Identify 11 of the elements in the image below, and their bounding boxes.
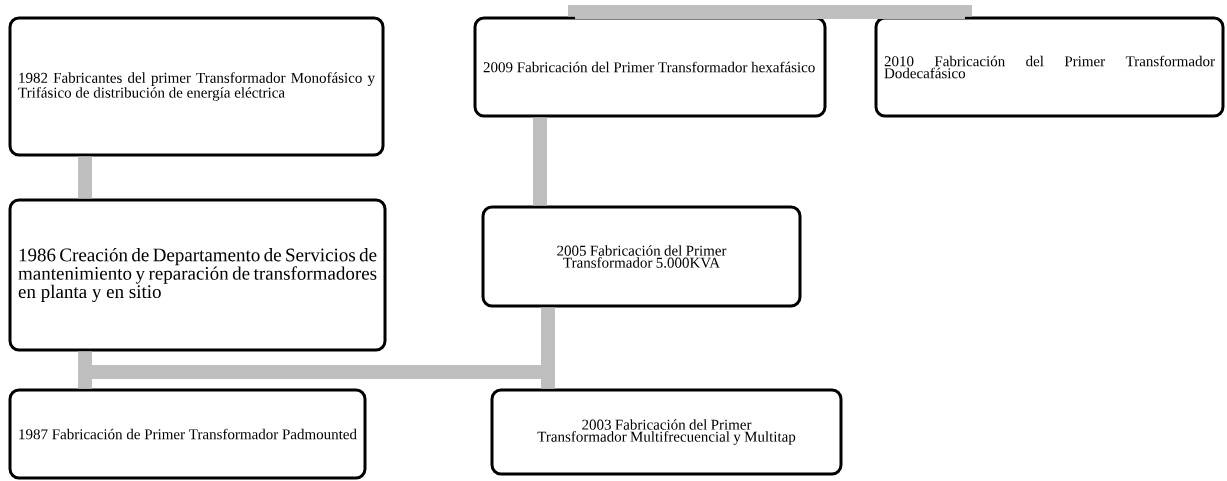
- milestone-box: 1986 Creación de Departamento de Servicios de mantenimiento y reparación de transformadores en planta y en sitio: [8, 198, 387, 352]
- milestone-box: 1982 Fabricantes del primer Transformador Monofásico y Trifásico de distribución de energía eléctrica: [8, 16, 385, 157]
- milestone-box: 2010 Fabricación del Primer Transformador Dodecafásico: [874, 16, 1225, 118]
- milestone-box: 2005 Fabricación del Primer Transformador 5.000KVA: [481, 205, 802, 308]
- connector-band: [541, 307, 555, 389]
- milestone-box: 1987 Fabricación de Primer Transformador Padmounted: [8, 388, 367, 480]
- connector-band: [533, 117, 547, 206]
- milestone-box: 2003 Fabricación del Primer Transformador Multifrecuencial y Multitap: [490, 388, 843, 476]
- connector-band: [78, 156, 92, 199]
- connector-band: [568, 5, 972, 20]
- milestone-box: 2009 Fabricación del Primer Transformador hexafásico: [473, 16, 827, 118]
